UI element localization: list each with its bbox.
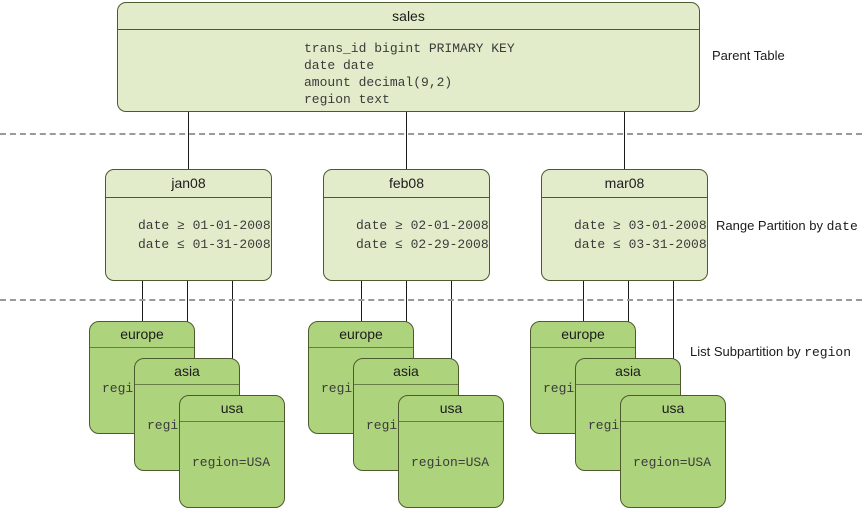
parent-table-title: sales <box>118 3 699 30</box>
subpartition-jan08-usa-constraint: region=USA <box>192 455 271 470</box>
range-partition-feb08-constraints: date ≥ 02-01-2008 date ≤ 02-29-2008 <box>356 218 489 252</box>
range-partition-jan08-constraints: date ≥ 01-01-2008 date ≤ 01-31-2008 <box>138 218 271 252</box>
divider-range-list <box>0 299 862 301</box>
subpartition-mar08-europe-title: europe <box>531 322 635 348</box>
range-partition-feb08-title: feb08 <box>324 170 489 198</box>
connector-mar08-to-asia <box>628 281 629 360</box>
connector-parent-to-jan08 <box>188 112 189 169</box>
subpartition-mar08-asia-title: asia <box>576 359 680 385</box>
parent-table-columns: trans_id bigint PRIMARY KEY date date am… <box>304 41 515 107</box>
connector-mar08-to-europe <box>583 281 584 323</box>
connector-feb08-to-europe <box>361 281 362 323</box>
subpartition-jan08-usa[interactable]: usa region=USA <box>179 395 285 508</box>
connector-mar08-to-usa <box>673 281 674 397</box>
band-caption-range-text: Range Partition by <box>716 218 827 233</box>
subpartition-feb08-usa[interactable]: usa region=USA <box>398 395 504 508</box>
band-caption-range-partition: Range Partition by date <box>716 218 858 234</box>
connector-parent-to-feb08 <box>406 112 407 169</box>
subpartition-feb08-europe-title: europe <box>309 322 413 348</box>
range-partition-jan08[interactable]: jan08 date ≥ 01-01-2008 date ≤ 01-31-200… <box>105 169 272 281</box>
connector-jan08-to-asia <box>187 281 188 360</box>
subpartition-feb08-usa-title: usa <box>399 396 503 422</box>
band-caption-list-mono: region <box>804 345 851 360</box>
subpartition-jan08-usa-title: usa <box>180 396 284 422</box>
divider-parent-range <box>0 133 862 135</box>
subpartition-mar08-usa-title: usa <box>621 396 725 422</box>
subpartition-jan08-asia-title: asia <box>135 359 239 385</box>
connector-jan08-to-europe <box>142 281 143 323</box>
connector-jan08-to-usa <box>232 281 233 397</box>
range-partition-mar08-title: mar08 <box>542 170 707 198</box>
parent-table-sales[interactable]: sales trans_id bigint PRIMARY KEY date d… <box>117 2 700 112</box>
range-partition-mar08[interactable]: mar08 date ≥ 03-01-2008 date ≤ 03-31-200… <box>541 169 708 281</box>
subpartition-feb08-asia-title: asia <box>354 359 458 385</box>
band-caption-range-mono: date <box>826 219 858 234</box>
band-caption-list-subpartition: List Subpartition by region <box>690 344 851 360</box>
range-partition-jan08-title: jan08 <box>106 170 271 198</box>
band-caption-list-text: List Subpartition by <box>690 344 805 359</box>
band-caption-parent-table: Parent Table <box>712 48 785 64</box>
subpartition-jan08-europe-title: europe <box>90 322 194 348</box>
band-caption-parent-text: Parent Table <box>712 48 785 63</box>
connector-parent-to-mar08 <box>624 112 625 169</box>
subpartition-feb08-usa-constraint: region=USA <box>411 455 490 470</box>
connector-feb08-to-usa <box>451 281 452 397</box>
range-partition-mar08-constraints: date ≥ 03-01-2008 date ≤ 03-31-2008 <box>574 218 707 252</box>
subpartition-mar08-usa-constraint: region=USA <box>633 455 712 470</box>
subpartition-mar08-usa[interactable]: usa region=USA <box>620 395 726 508</box>
connector-feb08-to-asia <box>406 281 407 360</box>
range-partition-feb08[interactable]: feb08 date ≥ 02-01-2008 date ≤ 02-29-200… <box>323 169 490 281</box>
